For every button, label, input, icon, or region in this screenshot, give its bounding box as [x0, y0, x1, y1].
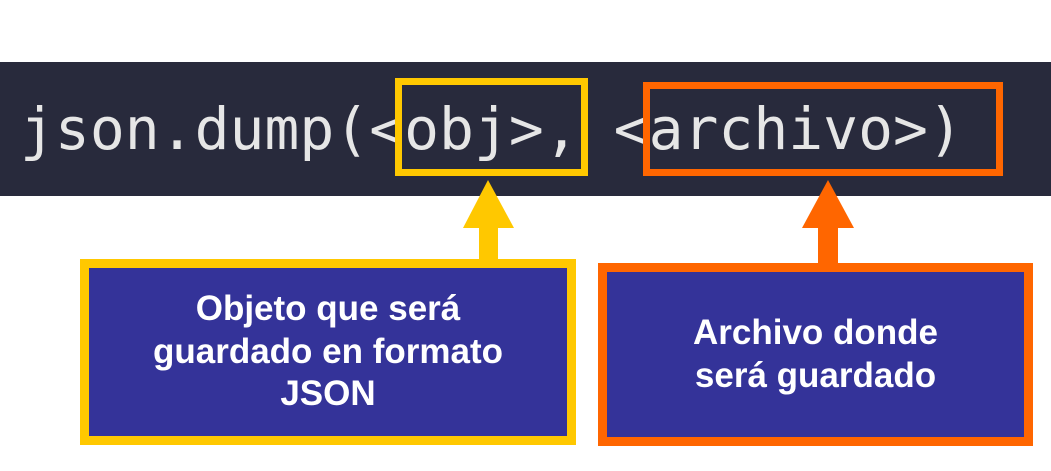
- file-callout-box: Archivo donde será guardado: [598, 263, 1033, 446]
- code-suffix: ): [927, 95, 963, 163]
- obj-callout-box: Objeto que será guardado en formato JSON: [80, 259, 576, 445]
- code-snippet: json.dump(<obj>, <archivo>): [20, 62, 963, 196]
- code-arg-obj: <obj>: [369, 95, 544, 163]
- code-prefix: json.dump(: [20, 95, 370, 163]
- obj-callout-text: Objeto que será guardado en formato JSON: [152, 288, 504, 414]
- file-callout-text: Archivo donde será guardado: [692, 312, 939, 395]
- code-separator: ,: [543, 95, 614, 163]
- code-arg-file: <archivo>: [613, 95, 928, 163]
